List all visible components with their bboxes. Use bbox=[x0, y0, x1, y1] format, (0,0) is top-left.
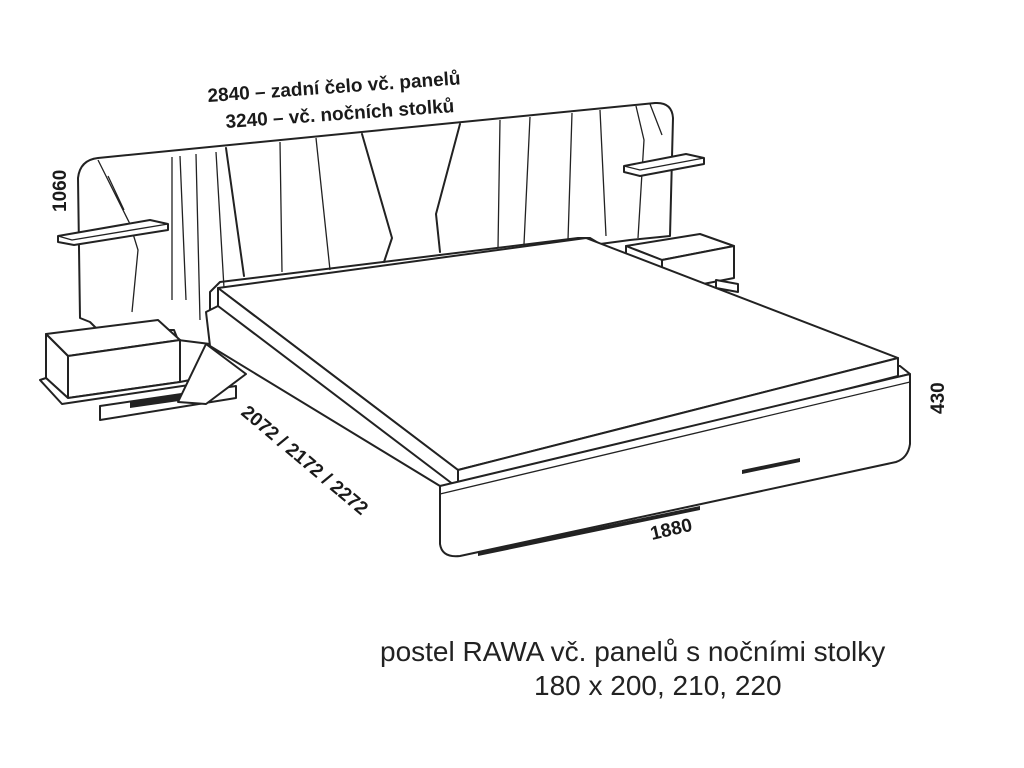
caption-title: postel RAWA vč. panelů s nočními stolky bbox=[380, 636, 886, 667]
right-wall-shelf bbox=[623, 153, 705, 177]
left-wall-shelf bbox=[57, 219, 169, 246]
dimension-headboard-height: 1060 bbox=[50, 170, 71, 212]
dimension-bed-width: 1880 bbox=[648, 515, 694, 545]
caption-sizes: 180 x 200, 210, 220 bbox=[534, 670, 782, 701]
headboard bbox=[77, 101, 674, 345]
dimension-bed-height: 430 bbox=[928, 382, 949, 414]
bed bbox=[177, 237, 911, 558]
